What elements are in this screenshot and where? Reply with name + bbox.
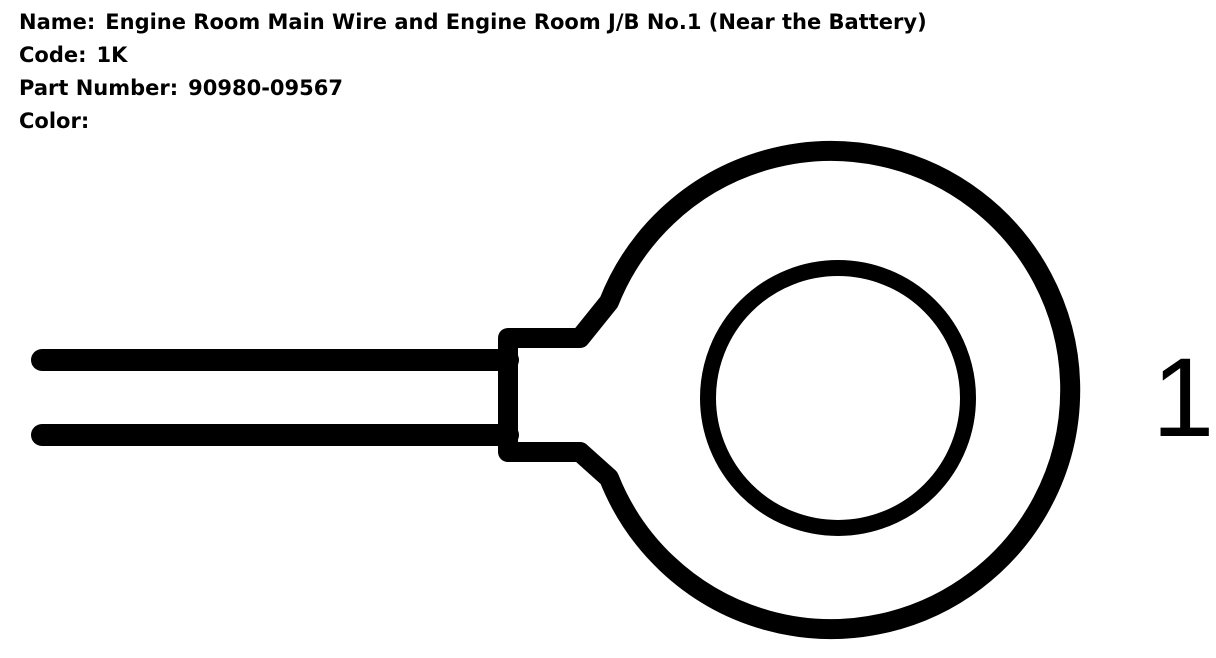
connector-code-label: Code:	[19, 43, 87, 67]
ring-terminal-outline	[31, 141, 1081, 639]
connector-name-label: Name:	[19, 10, 96, 34]
connector-name-row: Name: Engine Room Main Wire and Engine Ro…	[19, 6, 927, 39]
terminal-number-label: 1	[1152, 335, 1214, 460]
connector-name-value: Engine Room Main Wire and Engine Room J/…	[105, 10, 927, 34]
terminal-hole	[700, 260, 976, 536]
crimp-neck	[498, 141, 1081, 639]
part-number-label: Part Number:	[19, 76, 179, 100]
connector-code-row: Code: 1K	[19, 39, 927, 72]
part-number-value: 90980-09567	[188, 76, 343, 100]
connector-color-row: Color:	[19, 105, 927, 138]
connector-color-label: Color:	[19, 109, 90, 133]
part-number-row: Part Number: 90980-09567	[19, 72, 927, 105]
connector-code-value: 1K	[96, 43, 128, 67]
connector-info: Name: Engine Room Main Wire and Engine Ro…	[19, 6, 927, 138]
